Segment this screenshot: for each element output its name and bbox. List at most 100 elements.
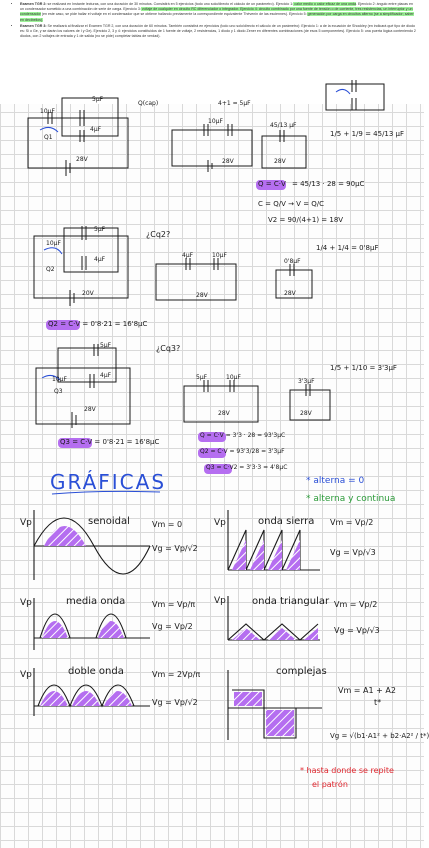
c2-result: Q2 = C·V = 0'8·21 = 16'8μC [48, 320, 148, 328]
doble-area [40, 691, 132, 706]
legend-alterna-continua: * alterna y continua [306, 494, 396, 504]
c1-eq-final: 45/13 μF [270, 122, 297, 129]
legend-alterna: * alterna = 0 [306, 476, 365, 486]
exam-notes: Examen TGR 2: se realizará en Instante l… [0, 0, 424, 104]
c2-q-pill [46, 320, 80, 330]
media-vp: Vp [20, 598, 32, 608]
c3-r1-pill [198, 432, 226, 442]
c1-q1: Q1 [44, 134, 53, 141]
media-vm: Vm = Vp/π [152, 600, 196, 609]
circuit1-mini [325, 83, 385, 111]
complejas-vm: Vm = A1 + A2 [338, 686, 396, 695]
media-title: media onda [66, 596, 126, 607]
c1-vsrc: 28V [76, 156, 88, 163]
sierra-vp: Vp [214, 518, 226, 528]
c3-eq-vsrc: 28V [218, 410, 230, 417]
c1-v2-eq: V2 = 90/(4+1) = 18V [268, 216, 344, 224]
c3-q-pill [58, 438, 92, 448]
senoidal-area [44, 526, 86, 546]
senoidal-vp: Vp [20, 518, 32, 528]
c1-q-eq-tail: = 45/13 · 28 = 90μC [292, 180, 365, 188]
doble-vp: Vp [20, 670, 32, 680]
c3-q3: Q3 [54, 388, 63, 395]
c3-r2: Q2 = C·V = 93'3/28 = 3'3μF [200, 448, 285, 455]
c1-cap-a: 5μF [92, 96, 104, 103]
circuit2-loop [33, 235, 129, 299]
c3-vsrc: 28V [84, 406, 96, 413]
triang-vg: Vg = Vp/√3 [334, 626, 380, 635]
sierra-vg: Vg = Vp/√3 [330, 548, 376, 557]
note-repeat-2: el patrón [312, 780, 348, 789]
complejas-area-top [234, 692, 262, 706]
exam-note-1-title: Examen TGR 2: [20, 2, 47, 6]
circuit1-inner [61, 97, 119, 137]
c2-vsrc: 20V [82, 290, 94, 297]
c3-r3: Q3 = C·V2 = 3'3·3 = 4'8μC [206, 464, 288, 471]
doble-vm: Vm = 2Vp/π [152, 670, 201, 679]
c3-result: Q3 = C·V = 0'8·21 = 16'8μC [60, 438, 160, 446]
c1-cap-b: 4μF [90, 126, 102, 133]
circuit3-eq [183, 385, 259, 423]
c3-r1: Q = C·V = 3'3 · 28 = 93'3μC [200, 432, 286, 439]
c2-eq-cap2: 10μF [212, 252, 227, 259]
c2-cap-a: 5μF [94, 226, 106, 233]
c2-eq-vsrc: 28V [196, 292, 208, 299]
c1-q-pill [256, 180, 286, 190]
c2-series-formula: 1/4 + 1/4 = 0'8μF [316, 244, 379, 252]
circuit2-eq [155, 263, 237, 301]
triang-vm: Vm = Vp/2 [334, 600, 378, 609]
c2-cap-c: 10μF [46, 240, 61, 247]
circuit1-loop [27, 117, 129, 169]
c2-eq-cap1: 4μF [182, 252, 194, 259]
c1-q-eq: Q = C·V [258, 180, 286, 188]
sierra-vm: Vm = Vp/2 [330, 518, 374, 527]
c2-q-label: ¿Cq2? [146, 230, 171, 239]
triang-title: onda triangular [252, 596, 330, 607]
c1-eq-vsrc2: 28V [274, 158, 286, 165]
c1-cap-c: 10μF [40, 108, 55, 115]
c2-eq-vsrc2: 28V [284, 290, 296, 297]
c3-eq-cap-final: 3'3μF [298, 378, 315, 385]
doble-title: doble onda [68, 666, 124, 677]
c3-cap-c: 10μF [52, 376, 67, 383]
c1-c-eq: C = Q/V → V = Q/C [258, 200, 325, 208]
circuit1-eq [171, 129, 253, 167]
sierra-title: onda sierra [258, 516, 315, 527]
complejas-vm-den: t* [374, 698, 382, 707]
exam-note-1: Examen TGR 2: se realizará en Instante l… [20, 2, 416, 23]
c3-eq-cap1: 5μF [196, 374, 208, 381]
note-repeat-1: * hasta donde se repite [300, 766, 394, 775]
c2-cap-b: 4μF [94, 256, 106, 263]
exam-note-2-title: Examen TGR 3: [20, 23, 47, 28]
graficas-title: GRÁFICAS [50, 470, 167, 494]
complejas-area-bot [266, 710, 294, 736]
triang-area [232, 628, 318, 640]
complejas-title: complejas [276, 666, 327, 677]
c2-q2: Q2 [46, 266, 55, 273]
c3-series-formula: 1/5 + 1/10 = 3'3μF [330, 364, 397, 372]
c3-r2-pill [198, 448, 226, 458]
c3-cap-a: 5μF [100, 342, 112, 349]
senoidal-title: senoidal [88, 516, 130, 527]
c1-step: Q(cap) [138, 100, 159, 107]
media-area [42, 621, 124, 638]
c1-series-formula: 1/5 + 1/9 = 45/13 μF [330, 130, 405, 138]
complejas-vg: Vg = √(b1·A1² + b2·A2² / t*) [330, 732, 429, 740]
c1-eq-label: 4+1 = 5μF [218, 100, 251, 107]
c3-cap-b: 4μF [100, 372, 112, 379]
senoidal-vm: Vm = 0 [152, 520, 183, 529]
c1-eq-cap-left: 10μF [208, 118, 223, 125]
c3-r3-pill [204, 464, 232, 474]
circuit3-loop [35, 367, 131, 425]
c3-q-label: ¿Cq3? [156, 344, 181, 353]
c2-eq-cap-final: 0'8μF [284, 258, 301, 265]
doble-vg: Vg = Vp/√2 [152, 698, 198, 707]
exam-note-2: Examen TGR 3: Se realizará al finalizar … [20, 24, 416, 40]
triang-vp: Vp [214, 596, 226, 606]
c3-eq-vsrc2: 28V [300, 410, 312, 417]
c3-eq-cap2: 10μF [226, 374, 241, 381]
media-vg: Vg = Vp/2 [152, 622, 193, 631]
c1-eq-vsrc: 28V [222, 158, 234, 165]
